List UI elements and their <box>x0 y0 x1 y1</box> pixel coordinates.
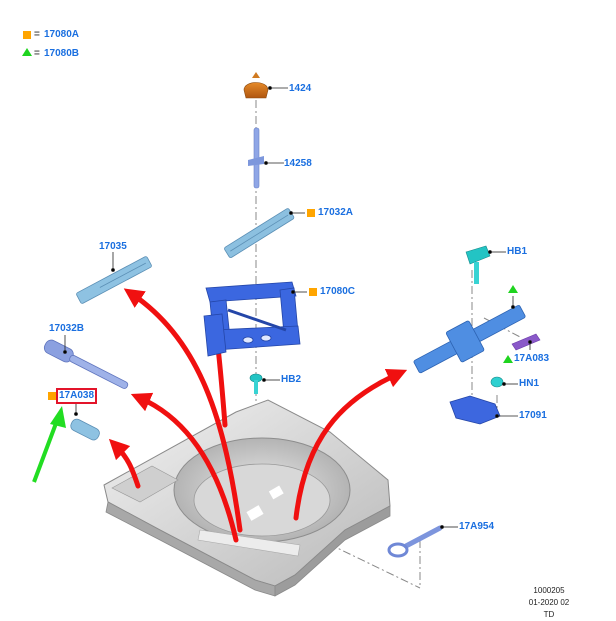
callout-17A083[interactable]: 17A083 <box>514 353 550 364</box>
drawing-reference: 1000205 01-2020 02 TD <box>522 585 576 621</box>
part-17A038-adapter <box>70 418 100 441</box>
orange-square-icon <box>307 209 315 217</box>
green-triangle-icon <box>22 48 32 56</box>
orange-square-icon <box>23 31 31 39</box>
callout-1424[interactable]: 1424 <box>289 83 312 94</box>
part-right-jack-assembly <box>413 305 526 374</box>
callout-17032A[interactable]: 17032A <box>318 207 354 218</box>
callout-HB1[interactable]: HB1 <box>507 246 528 257</box>
callout-17080C[interactable]: 17080C <box>320 286 356 297</box>
callout-HN1[interactable]: HN1 <box>519 378 540 389</box>
red-arrow-to-17035 <box>123 288 243 533</box>
part-HB1-bolt <box>465 245 491 284</box>
legend-equals: = <box>34 48 40 59</box>
callout-14258[interactable]: 14258 <box>284 158 312 169</box>
part-17A954-tow-hook <box>387 525 443 558</box>
part-17A083-pad <box>511 333 541 351</box>
callout-17035[interactable]: 17035 <box>99 241 127 252</box>
drawing-number: 1000205 <box>533 586 565 595</box>
green-triangle-icon <box>508 285 518 293</box>
drawing-code: TD <box>543 610 555 619</box>
leader-lines <box>63 86 532 529</box>
red-arrow-to-right-jack <box>293 368 408 521</box>
part-17032A-handle <box>224 208 295 258</box>
part-17032B-extension <box>43 339 129 389</box>
red-arrow-to-17A038 <box>108 438 141 489</box>
legend-code[interactable]: 17080A <box>44 29 80 40</box>
part-17091-bracket <box>449 395 501 425</box>
red-arrow-to-17032B <box>130 392 239 543</box>
part-17080C-scissor-jack <box>203 281 301 357</box>
callout-17A954[interactable]: 17A954 <box>459 521 495 532</box>
part-17035-tool <box>76 256 152 304</box>
orange-square-icon <box>48 392 56 400</box>
callout-17A038-highlighted[interactable]: 17A038 <box>55 388 98 404</box>
drawing-date: 01-2020 02 <box>528 598 570 607</box>
part-1424-nut <box>243 72 269 99</box>
callout-HB2[interactable]: HB2 <box>281 374 302 385</box>
orange-square-icon <box>309 288 317 296</box>
green-pointer-arrow <box>32 406 66 483</box>
legend-code[interactable]: 17080B <box>44 48 80 59</box>
part-HB2-bolt <box>249 373 263 394</box>
part-14258-rod <box>248 127 264 189</box>
spare-wheel-tray <box>103 399 391 597</box>
green-triangle-icon <box>503 355 513 363</box>
callout-17091[interactable]: 17091 <box>519 410 547 421</box>
callout-17032B[interactable]: 17032B <box>49 323 85 334</box>
legend-equals: = <box>34 29 40 40</box>
part-HN1-nut <box>490 376 504 388</box>
